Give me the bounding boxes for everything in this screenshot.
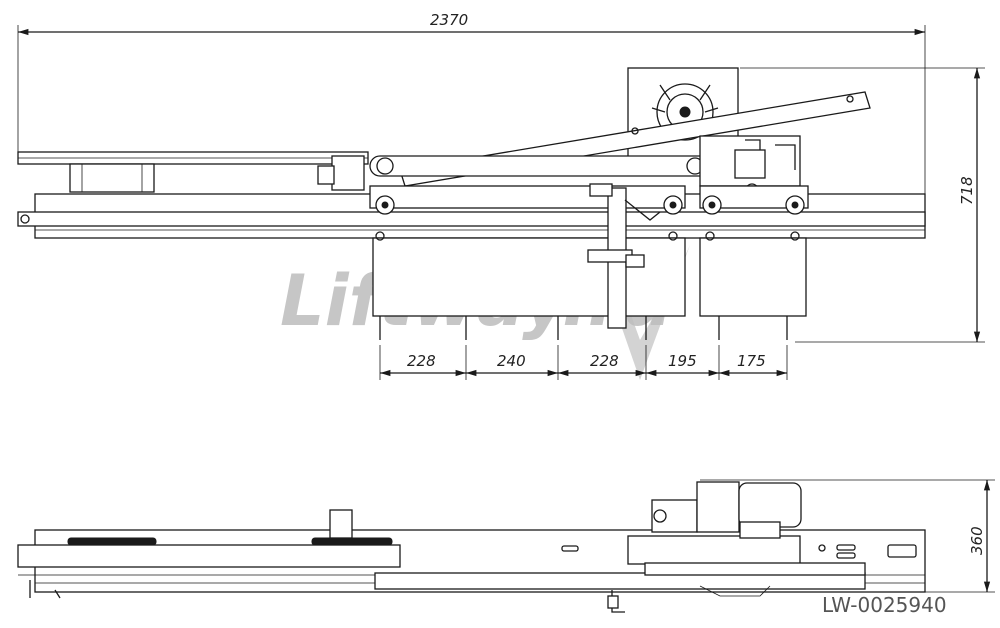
dimension-overall-width-label: 2370 <box>430 11 468 29</box>
carriage-right <box>699 185 809 209</box>
dimension-overall-width: 2370 <box>17 11 926 200</box>
belt-tensioner <box>331 155 365 191</box>
drive-belt <box>369 155 711 177</box>
door-panel-right <box>699 237 807 317</box>
dimension-height-bottom: 360 <box>700 479 995 593</box>
beam-slot <box>67 537 157 546</box>
dimension-spacing-label: 240 <box>497 352 526 370</box>
carriage-left <box>369 185 686 209</box>
running-track <box>374 572 866 590</box>
side-beam <box>17 544 401 568</box>
stop-block <box>329 509 353 539</box>
top-view: 2370 718 <box>17 11 985 380</box>
door-panel-left <box>372 237 686 317</box>
side-view: 360 <box>17 479 995 613</box>
dimension-height-top: 718 <box>740 67 985 343</box>
dimension-spacing-label: 175 <box>737 352 766 370</box>
rail-track <box>17 211 926 227</box>
beam-slot <box>311 537 393 546</box>
dimension-spacing-label: 228 <box>407 352 436 370</box>
beam-bracket <box>69 163 155 193</box>
pulley <box>656 83 714 141</box>
dimension-height-bottom-label: 360 <box>968 526 986 555</box>
hanger-rods <box>379 316 788 340</box>
dimension-spacing-label: 195 <box>668 352 697 370</box>
drive-unit-base <box>627 535 801 565</box>
drawing-code: LW-0025940 <box>822 593 947 617</box>
gearbox <box>651 499 698 533</box>
motor-body <box>696 481 740 533</box>
dimension-spacing: 228 240 228 195 175 <box>379 345 788 380</box>
dimension-spacing-label: 228 <box>590 352 619 370</box>
motor-cap <box>738 482 802 528</box>
dimension-height-top-label: 718 <box>958 176 976 205</box>
